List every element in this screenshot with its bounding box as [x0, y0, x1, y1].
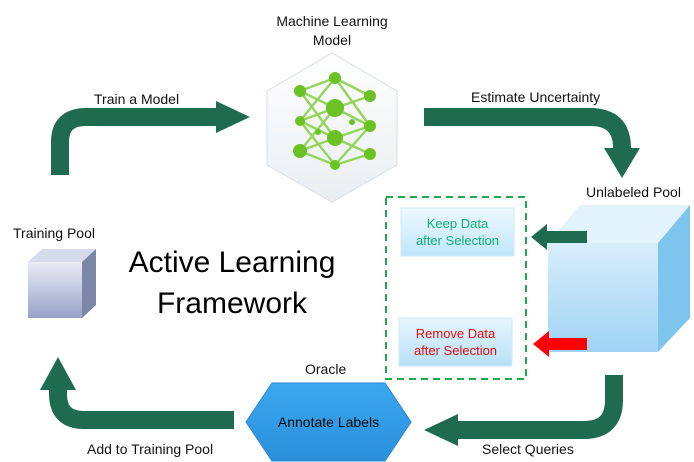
remove-data-line1: Remove Data [415, 326, 496, 341]
oracle-hexagon [245, 382, 412, 462]
model-title-line1: Machine Learning [276, 13, 388, 29]
add-arrow [40, 357, 234, 429]
keep-data-label: Keep Data after Selection [401, 208, 514, 256]
selection-options-box [385, 196, 527, 380]
keep-data-line1: Keep Data [426, 216, 489, 231]
framework-title-line1: Active Learning [128, 246, 336, 279]
training-pool-label: Training Pool [13, 225, 95, 241]
remove-data-line2: after Selection [413, 343, 498, 358]
model-title: Machine Learning Model [264, 12, 400, 50]
keep-data-box [400, 207, 515, 257]
select-step-label: Select Queries [482, 441, 574, 457]
remove-data-box [398, 317, 513, 367]
remove-data-label: Remove Data after Selection [399, 318, 512, 366]
estimate-arrow [424, 108, 640, 178]
unlabeled-pool-cube [548, 205, 690, 352]
estimate-step-label: Estimate Uncertainty [471, 89, 601, 105]
select-arrow [424, 375, 623, 446]
annotate-labels: Annotate Labels [277, 413, 380, 430]
train-step-label: Train a Model [94, 91, 180, 107]
unlabeled-pool-label: Unlabeled Pool [586, 184, 681, 200]
training-pool-cube [28, 249, 96, 318]
add-step-label: Add to Training Pool [87, 441, 214, 457]
keep-arrow [531, 224, 587, 250]
framework-title: Active Learning Framework [112, 242, 352, 324]
framework-title-line2: Framework [156, 287, 307, 320]
oracle-label: Oracle [305, 361, 347, 377]
model-title-line2: Model [312, 32, 352, 48]
keep-data-line2: after Selection [415, 233, 500, 248]
train-arrow [51, 101, 250, 175]
remove-arrow [533, 331, 587, 357]
model-network-icon [266, 52, 398, 203]
